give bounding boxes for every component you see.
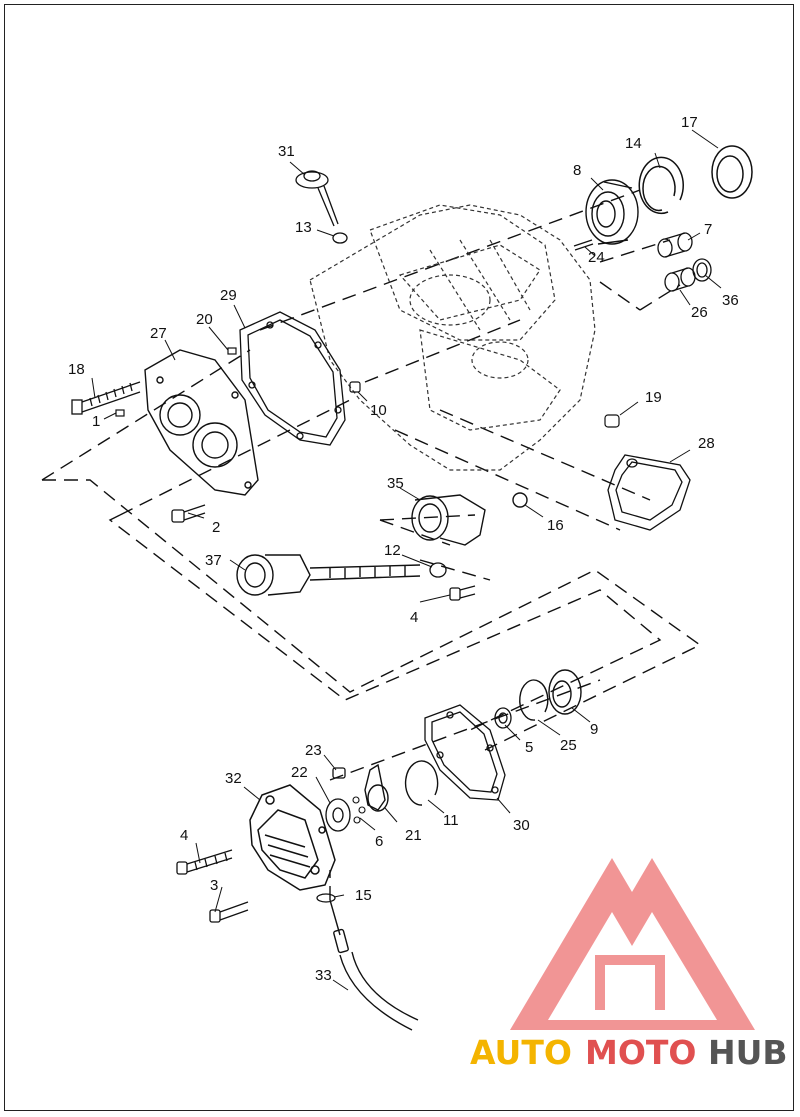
callout-5: 5 xyxy=(525,739,533,756)
side-cover-32 xyxy=(249,784,336,891)
bushing-7 xyxy=(657,232,693,258)
bushing-5 xyxy=(494,707,512,729)
balls-6 xyxy=(352,796,366,824)
automotohub-logo: AUTO MOTO HUB xyxy=(470,858,788,1072)
callout-2: 2 xyxy=(212,519,220,536)
lever-21 xyxy=(364,763,389,812)
bolt-2 xyxy=(171,504,206,523)
callout-19: 19 xyxy=(645,389,662,406)
fitting-23 xyxy=(332,767,346,779)
gasket-29 xyxy=(239,311,346,446)
bearing-9 xyxy=(548,669,582,715)
bearing-8 xyxy=(585,179,639,245)
watermark-auto: AUTO xyxy=(470,1033,572,1072)
callout-18: 18 xyxy=(68,361,85,378)
bolt-3 xyxy=(209,901,249,923)
gasket-30 xyxy=(424,704,506,801)
watermark-hub: HUB xyxy=(708,1033,788,1072)
dipstick-31 xyxy=(295,170,348,244)
leader-lines xyxy=(91,129,722,991)
callout-35: 35 xyxy=(387,475,404,492)
callout-14: 14 xyxy=(625,135,642,152)
callout-12: 12 xyxy=(384,542,401,559)
callout-23: 23 xyxy=(305,742,322,759)
cable-33 xyxy=(329,899,419,1031)
callout-15: 15 xyxy=(355,887,372,904)
callout-9: 9 xyxy=(590,721,598,738)
callout-24: 24 xyxy=(588,249,605,266)
callout-6: 6 xyxy=(375,833,383,850)
retaining-ring-11 xyxy=(404,760,439,806)
gasket-28 xyxy=(607,454,691,531)
callout-8: 8 xyxy=(573,162,581,179)
callout-30: 30 xyxy=(513,817,530,834)
callout-29: 29 xyxy=(220,287,237,304)
callout-11: 11 xyxy=(443,812,459,829)
clip-15 xyxy=(316,893,336,903)
callout-37: 37 xyxy=(205,552,222,569)
bearing-cover-27 xyxy=(144,349,259,496)
callout-20: 20 xyxy=(196,311,213,328)
callout-36: 36 xyxy=(722,292,739,309)
callout-17: 17 xyxy=(681,114,698,131)
screw-24 xyxy=(573,239,594,251)
o-ring-12 xyxy=(429,562,447,578)
callout-26: 26 xyxy=(691,304,708,321)
callout-32: 32 xyxy=(225,770,242,787)
callout-4-upper: 4 xyxy=(410,609,418,626)
seal-17 xyxy=(711,145,753,199)
elbow-35 xyxy=(411,492,528,546)
retaining-ring-14 xyxy=(638,156,684,215)
callout-31: 31 xyxy=(278,143,295,160)
callout-1: 1 xyxy=(92,413,100,430)
callout-21: 21 xyxy=(405,827,422,844)
washer-22 xyxy=(325,798,351,832)
callout-16: 16 xyxy=(547,517,564,534)
plug-37 xyxy=(236,554,421,596)
callout-27: 27 xyxy=(150,325,167,342)
logo-mark-icon xyxy=(510,858,755,1030)
callout-22: 22 xyxy=(291,764,308,781)
callout-28: 28 xyxy=(698,435,715,452)
callout-numbers: 1 2 3 4 4 5 6 7 8 9 10 11 12 13 14 15 16… xyxy=(68,114,739,984)
bolt-18 xyxy=(71,381,141,415)
bolt-4-lower xyxy=(176,849,233,875)
callout-4-lower: 4 xyxy=(180,827,188,844)
bolt-4-upper xyxy=(449,585,476,601)
callout-7: 7 xyxy=(704,221,712,238)
callout-10: 10 xyxy=(370,402,387,419)
callout-13: 13 xyxy=(295,219,312,236)
callout-3: 3 xyxy=(210,877,218,894)
bushing-26 xyxy=(664,267,696,292)
assembly-dash-lines xyxy=(41,189,702,900)
watermark-moto: MOTO xyxy=(585,1033,696,1072)
callout-33: 33 xyxy=(315,967,332,984)
callout-25: 25 xyxy=(560,737,577,754)
retaining-ring-25 xyxy=(519,679,549,721)
transmission-case xyxy=(309,204,596,471)
